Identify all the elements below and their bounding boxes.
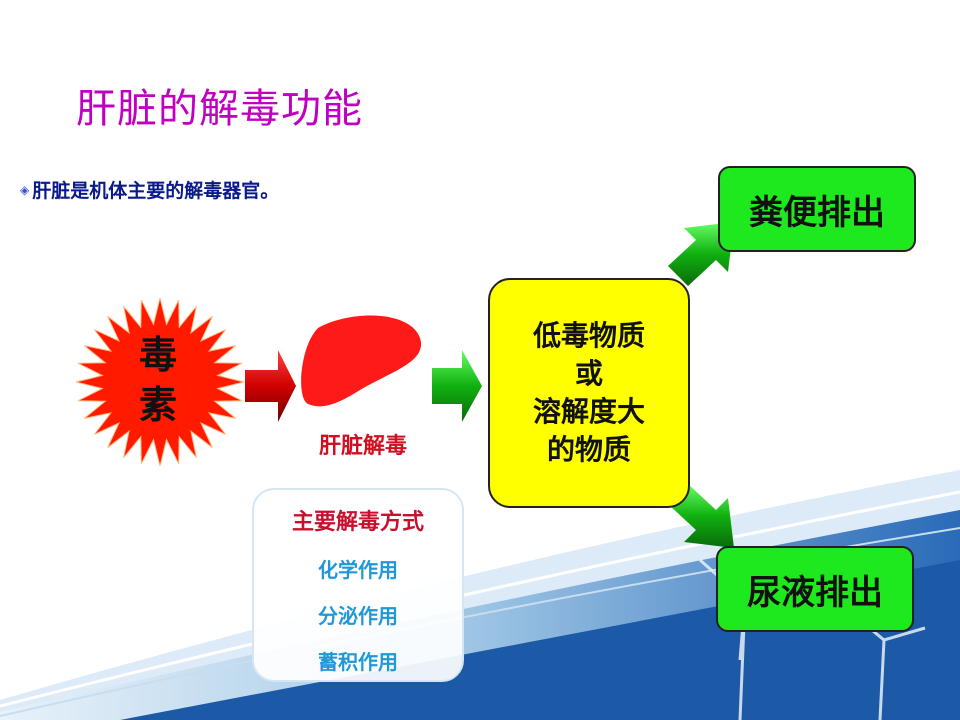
result-box: 低毒物质 或 溶解度大 的物质 <box>488 278 690 508</box>
toxin-label: 毒 素 <box>118 330 198 430</box>
arrow-result-to-feces <box>668 222 734 286</box>
wave-highlight <box>0 490 960 708</box>
liver-shape <box>301 315 422 407</box>
method-item-chemical: 化学作用 <box>318 558 398 582</box>
toxin-label-line1: 毒 <box>138 333 177 377</box>
diamond-bullet-icon: ◈ <box>20 182 30 197</box>
page-title: 肝脏的解毒功能 <box>76 86 363 132</box>
toxin-starburst <box>75 297 245 467</box>
method-item-accumulation: 蓄积作用 <box>318 650 398 674</box>
output-urine-box: 尿液排出 <box>716 546 914 632</box>
bullet-row: ◈ 肝脏是机体主要的解毒器官。 <box>20 176 279 203</box>
arrow-toxin-to-liver <box>245 350 296 422</box>
output-feces-box: 粪便排出 <box>718 166 916 252</box>
arrow-liver-to-result <box>432 350 482 422</box>
result-line-4: 的物质 <box>546 433 631 466</box>
result-line-3: 溶解度大 <box>532 395 645 428</box>
detox-methods-box: 主要解毒方式 化学作用 分泌作用 蓄积作用 <box>252 488 464 682</box>
liver-detox-label: 肝脏解毒 <box>318 434 407 459</box>
bullet-text: 肝脏是机体主要的解毒器官。 <box>32 180 280 202</box>
result-line-2: 或 <box>574 357 603 390</box>
method-item-secretion: 分泌作用 <box>318 604 398 628</box>
detox-methods-title: 主要解毒方式 <box>291 510 424 535</box>
toxin-label-line2: 素 <box>138 383 177 427</box>
result-line-1: 低毒物质 <box>532 319 645 352</box>
